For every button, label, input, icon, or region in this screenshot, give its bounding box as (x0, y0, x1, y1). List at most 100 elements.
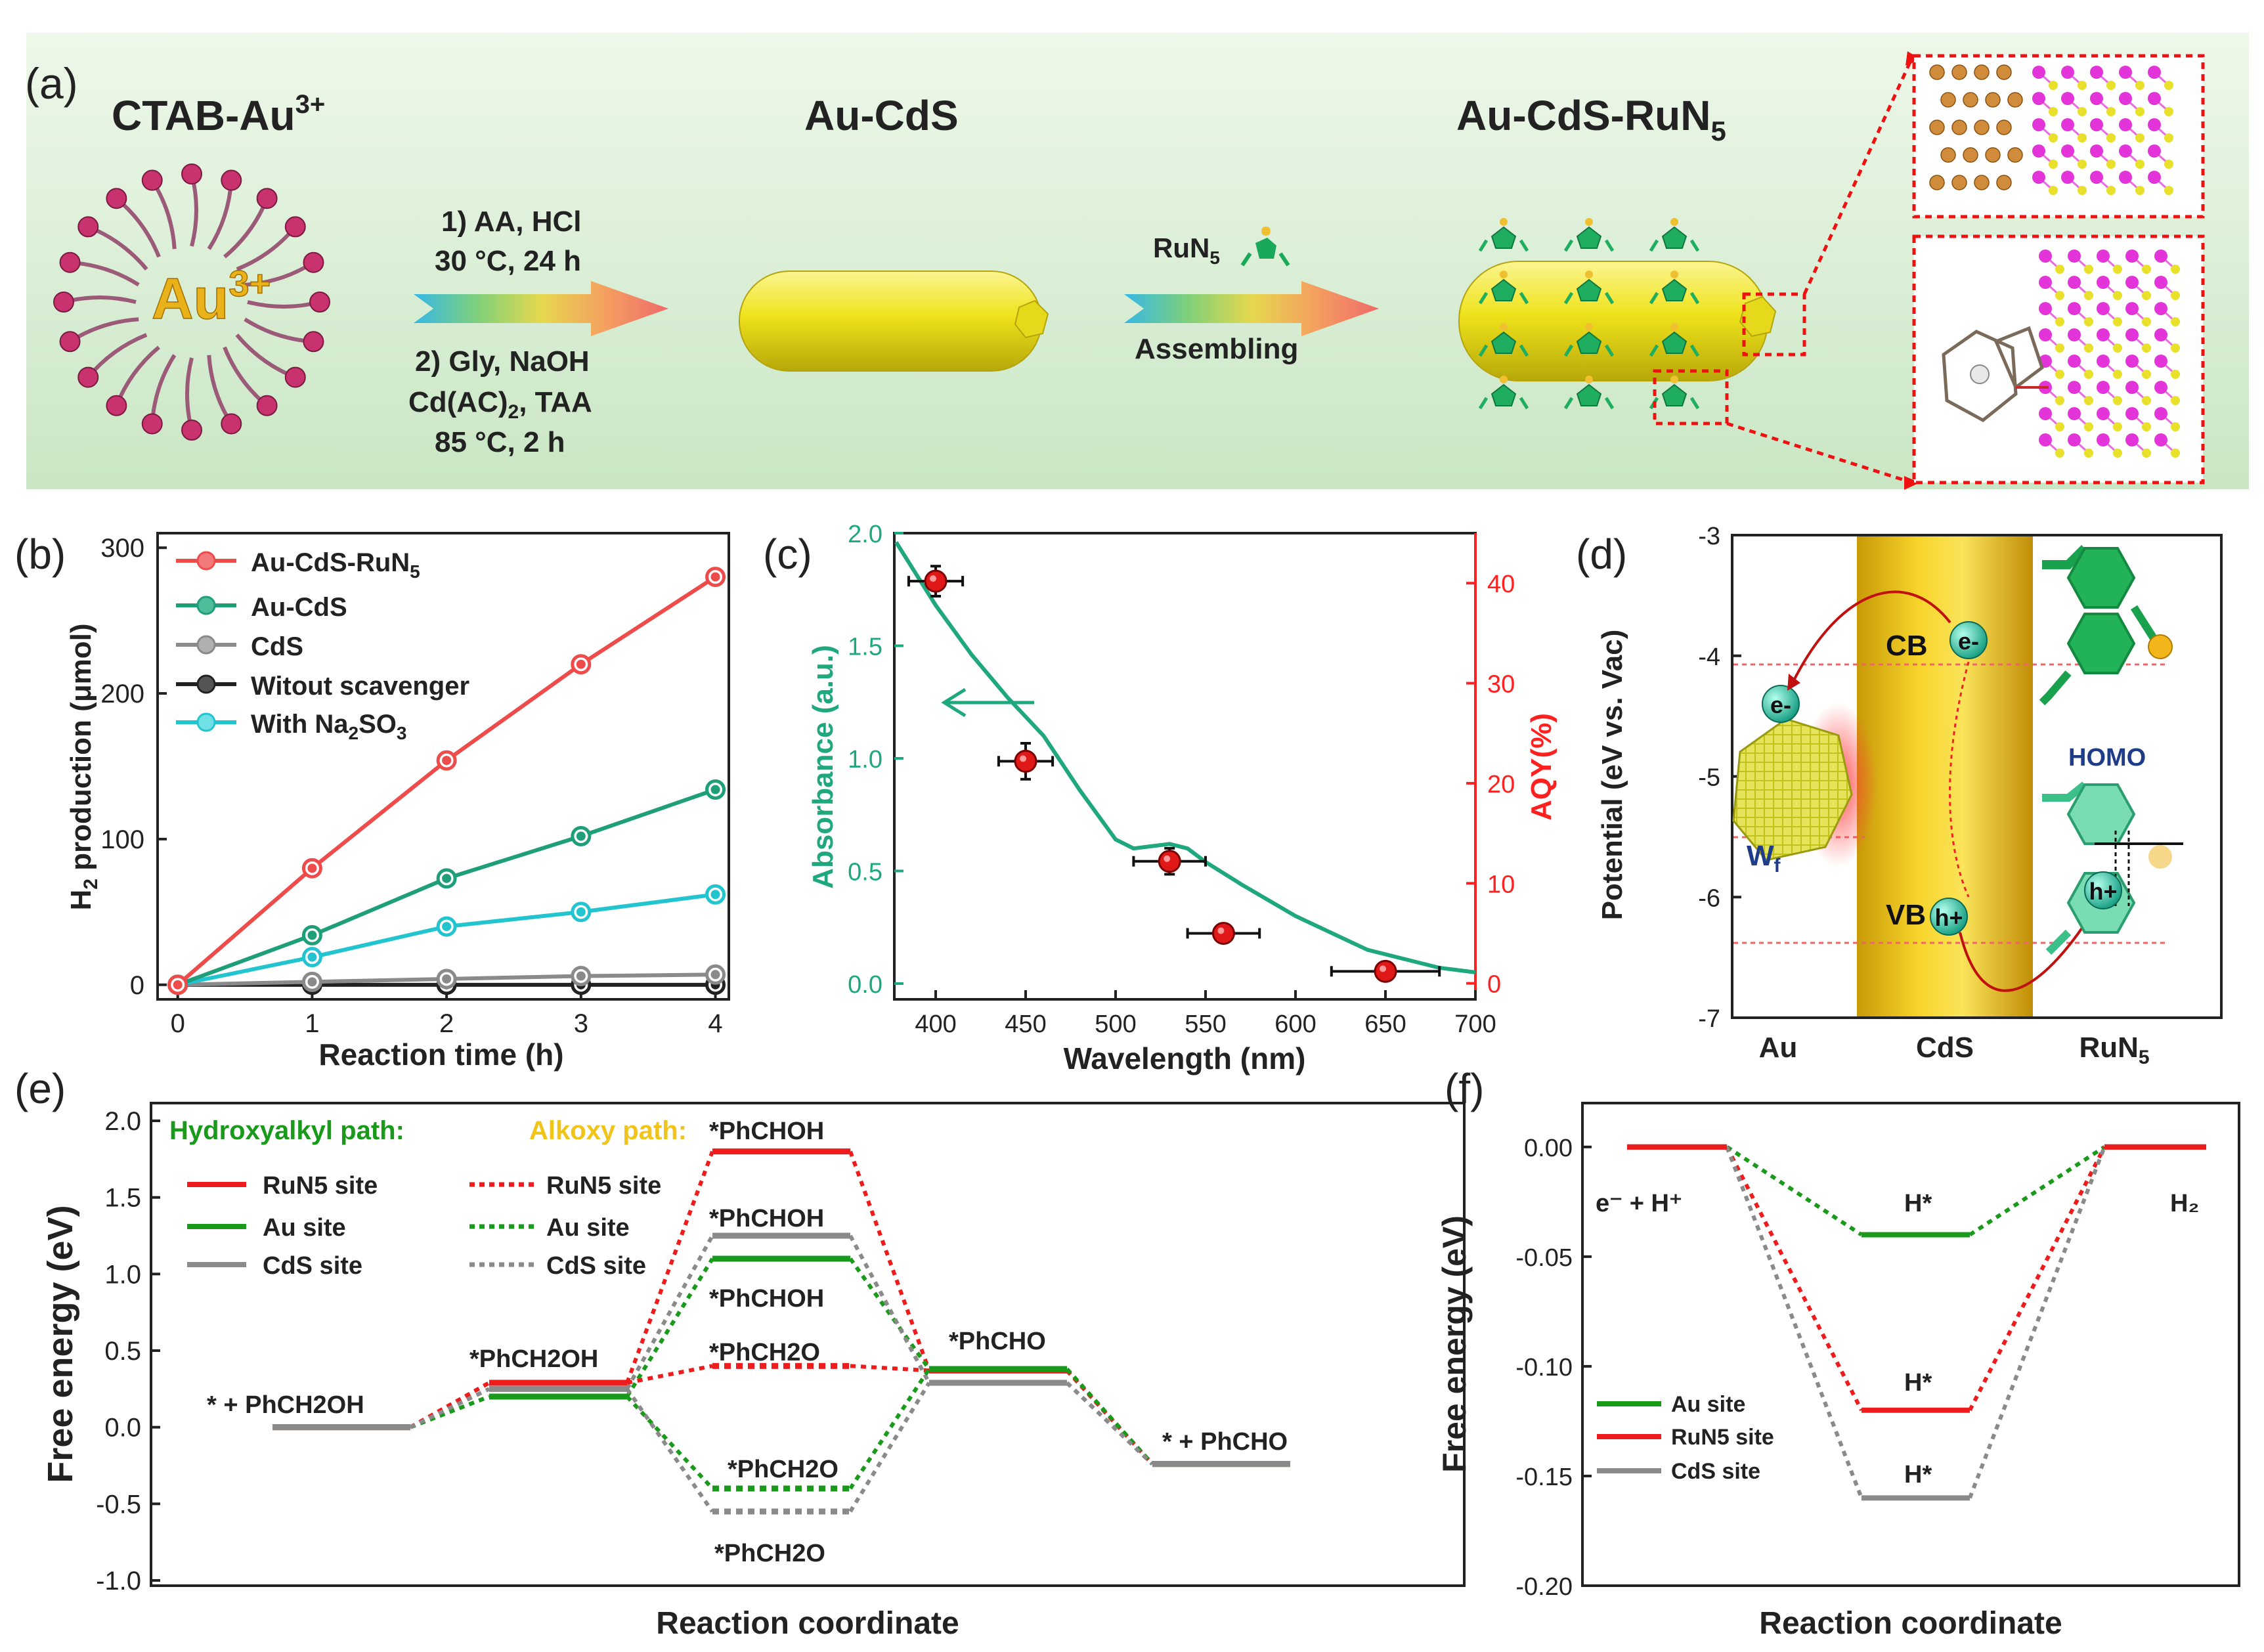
y-tick-label: -5 (1698, 764, 1720, 792)
label-phch2o-mid: *PhCH2O (728, 1456, 838, 1483)
y-tick-label: -6 (1698, 884, 1720, 912)
zoom-box-side (1653, 369, 1729, 425)
cd-atom (2119, 118, 2132, 131)
label-e-h: e⁻ + H⁺ (1596, 1190, 1682, 1217)
s-atom (2171, 265, 2180, 274)
panel-f-letter: (f) (1445, 1065, 1484, 1112)
data-point-core (442, 873, 452, 883)
s-atom (2113, 265, 2122, 274)
zoom-arrowhead-1 (1905, 51, 1921, 66)
label-hstar-au: H* (1904, 1190, 1932, 1217)
connector (625, 1234, 714, 1390)
run5-metal-center (1585, 376, 1593, 383)
aqy-point (1374, 959, 1397, 983)
run5-molecules-on-rod (1478, 218, 1700, 410)
zoom-box-tip (1742, 292, 1806, 357)
run5-molecule (1661, 331, 1687, 354)
cd-atom (2097, 250, 2110, 263)
s-atom (2084, 265, 2093, 274)
au-atom (1951, 64, 1967, 80)
cd-atom (2039, 250, 2052, 263)
panel-f-paths (1627, 1144, 2206, 1501)
y-tick-right-label: 30 (1487, 671, 1515, 699)
panel-e-letter: (e) (14, 1065, 66, 1112)
y-tick-label: 0.0 (104, 1414, 141, 1443)
y-tick-label: 2.0 (104, 1107, 141, 1136)
aucdsrun5-nanorod (1458, 261, 1768, 381)
run5-molecule-icon (1240, 227, 1290, 267)
s-atom (2084, 370, 2093, 379)
connector (848, 1368, 931, 1490)
s-atom (2135, 107, 2144, 116)
s-atom (2055, 448, 2064, 458)
y-tick-label: 0 (130, 971, 144, 1000)
assembling-label: Assembling (1135, 333, 1298, 365)
data-point-core (576, 971, 586, 981)
x-tick-label: 500 (1095, 1011, 1136, 1038)
cd-atom (2068, 433, 2081, 446)
surfactant-head (141, 169, 163, 191)
cd-atom (2119, 66, 2132, 79)
surfactant-head (59, 331, 81, 353)
run5-molecule (1491, 383, 1517, 406)
panel-f-frame (1581, 1102, 2240, 1587)
au-atom (1929, 64, 1945, 80)
run5-arm (1563, 292, 1615, 305)
panel-f-xlabel: Reaction coordinate (1759, 1606, 2062, 1641)
run5-arm (1563, 397, 1615, 410)
electron-au (1762, 685, 1800, 723)
aqy-point-highlight (1217, 927, 1225, 934)
data-point-core (576, 659, 586, 669)
run5-ring (1993, 326, 2044, 390)
s-atom (2171, 448, 2180, 458)
y-tick-right-label: 10 (1487, 871, 1515, 898)
data-point-core (710, 890, 720, 900)
data-point-core (307, 952, 317, 962)
aqy-point (1158, 850, 1181, 873)
run5-arm (1478, 344, 1529, 357)
s-atom (2084, 422, 2093, 431)
cd-atom (2119, 92, 2132, 105)
homo-label: HOMO (2068, 744, 2146, 772)
s-atom (2171, 317, 2180, 326)
surfactant-head (221, 169, 242, 191)
au-atom (1985, 147, 2001, 163)
data-point-core (576, 831, 586, 841)
s-atom (2084, 343, 2093, 353)
panel-e-energy-diagram: (e) 2.01.51.00.50.0-0.5-1.0 Hydroxyalkyl… (14, 1065, 1466, 1641)
cd-atom (2068, 407, 2081, 420)
connector (1065, 1381, 1154, 1466)
s-atom (2078, 81, 2087, 90)
step1-line2: 30 °C, 24 h (435, 245, 581, 277)
legend-marker (196, 596, 216, 615)
cd-atom (2097, 381, 2110, 394)
surfactant-head (181, 420, 202, 441)
panel-c-ylabel-left: Absorbance (a.u.) (807, 645, 839, 889)
label-h2: H₂ (2170, 1190, 2199, 1217)
panel-e-paths (272, 1148, 1290, 1515)
legend-au-dotted-label: Au site (546, 1214, 630, 1242)
run5-metal-center (1500, 376, 1508, 383)
cd-atom (2154, 302, 2167, 315)
s-atom (2049, 107, 2058, 116)
s-atom (2055, 343, 2064, 353)
cd-atom (2097, 328, 2110, 341)
cd-atom (2148, 92, 2161, 105)
run5-label: RuN5 (1153, 232, 1220, 268)
s-atom (2142, 396, 2151, 405)
au-atom (1996, 175, 2012, 190)
y-tick-label: -0.10 (1515, 1354, 1573, 1381)
axis-indicator-arrowhead (941, 687, 967, 718)
s-atom (2055, 396, 2064, 405)
cd-atom (2148, 171, 2161, 184)
cd-atom (2097, 276, 2110, 289)
cb-label: CB (1886, 630, 1928, 662)
y-tick-right-label: 20 (1487, 771, 1515, 798)
y-tick-label: 0.00 (1524, 1135, 1573, 1162)
legend-label: With Na2SO3 (251, 710, 406, 743)
step1-line1: 1) AA, HCl (441, 206, 582, 238)
cd-atom (2125, 355, 2139, 368)
y-tick-right-label: 0 (1487, 971, 1501, 999)
cd-atom (2154, 250, 2167, 263)
